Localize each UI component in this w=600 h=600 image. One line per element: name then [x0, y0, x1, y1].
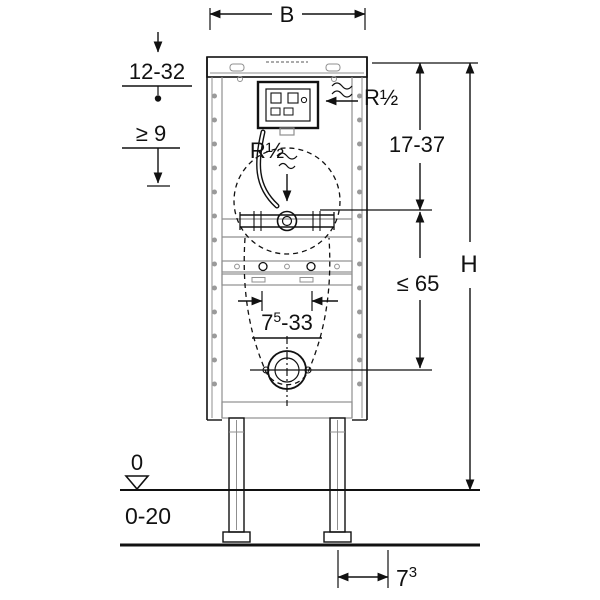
water-supply-callout: R½ — [325, 82, 398, 110]
trap-assembly — [239, 210, 335, 232]
dim-top-offset: 12-32 — [122, 32, 192, 102]
rail-hole-1 — [234, 263, 240, 270]
flush-valve-box — [256, 80, 320, 136]
leg-right-foot — [323, 531, 352, 543]
label-min-clearance: ≥ 9 — [136, 121, 166, 146]
level-triangle-icon — [124, 475, 150, 491]
dim-leg-offset: 73 — [337, 550, 417, 591]
fixing-hole-right — [306, 261, 316, 272]
valve-square-2 — [287, 92, 299, 104]
label-water-supply: R½ — [364, 85, 398, 110]
leader-dot — [154, 95, 162, 102]
label-fixing-range: 75-33 — [261, 309, 313, 335]
dim-lower-max: ≤ 65 — [397, 211, 440, 369]
valve-screw — [300, 96, 308, 104]
legs-and-floor — [120, 417, 480, 547]
mounting-frame — [206, 56, 368, 421]
label-width-B: B — [280, 2, 295, 27]
dim-width-B: B — [209, 2, 366, 30]
flow-wave-icon — [276, 152, 298, 160]
label-floor-buildup: 0-20 — [125, 503, 171, 529]
flow-wave-icon-2 — [278, 162, 296, 170]
trap-connector-outer — [276, 210, 298, 232]
water-wave-icon — [331, 82, 353, 90]
label-overall-height: H — [460, 251, 477, 278]
trap-connector-inner — [281, 215, 293, 227]
dim-fixing-range: 75-33 — [238, 291, 338, 339]
supply-pipe — [256, 129, 298, 209]
rail-slot-2 — [299, 277, 314, 283]
label-lower-max: ≤ 65 — [397, 271, 440, 296]
floor-level-marker: 0 0-20 — [124, 450, 171, 529]
label-water-supply-inner: R½ — [250, 138, 284, 163]
rail-slot-1 — [251, 277, 266, 283]
valve-outlet-stub — [279, 127, 295, 136]
supply-pipe-core — [257, 130, 279, 208]
valve-box-inner — [265, 88, 311, 122]
drain-flange — [262, 336, 312, 406]
mounting-rail-upper — [221, 260, 353, 273]
rail-hole-3 — [334, 263, 340, 270]
mounting-rail-lower — [221, 273, 353, 286]
dim-upper-range: 17-37 — [389, 62, 445, 211]
frame-hole-top-right — [331, 76, 337, 82]
label-leg-offset: 73 — [396, 564, 417, 591]
fixing-hole-left — [258, 261, 268, 272]
valve-square-1 — [270, 92, 282, 104]
label-top-offset: 12-32 — [129, 59, 185, 84]
valve-port-2 — [283, 107, 294, 116]
water-wave-icon-2 — [331, 90, 353, 98]
label-level-zero: 0 — [131, 450, 143, 475]
valve-port-1 — [270, 107, 281, 116]
dim-min-clearance: ≥ 9 — [122, 121, 180, 187]
frame-slot-right — [325, 63, 341, 72]
frame-slot-left — [229, 63, 245, 72]
frame-top-crossbar — [206, 56, 368, 78]
frame-hole-top-left — [237, 76, 243, 82]
leg-left-foot — [222, 531, 251, 543]
dim-overall-height: H — [460, 62, 478, 491]
urinal-top-dashed-circle — [233, 147, 341, 255]
rail-hole-2 — [284, 263, 290, 270]
label-upper-range: 17-37 — [389, 132, 445, 157]
